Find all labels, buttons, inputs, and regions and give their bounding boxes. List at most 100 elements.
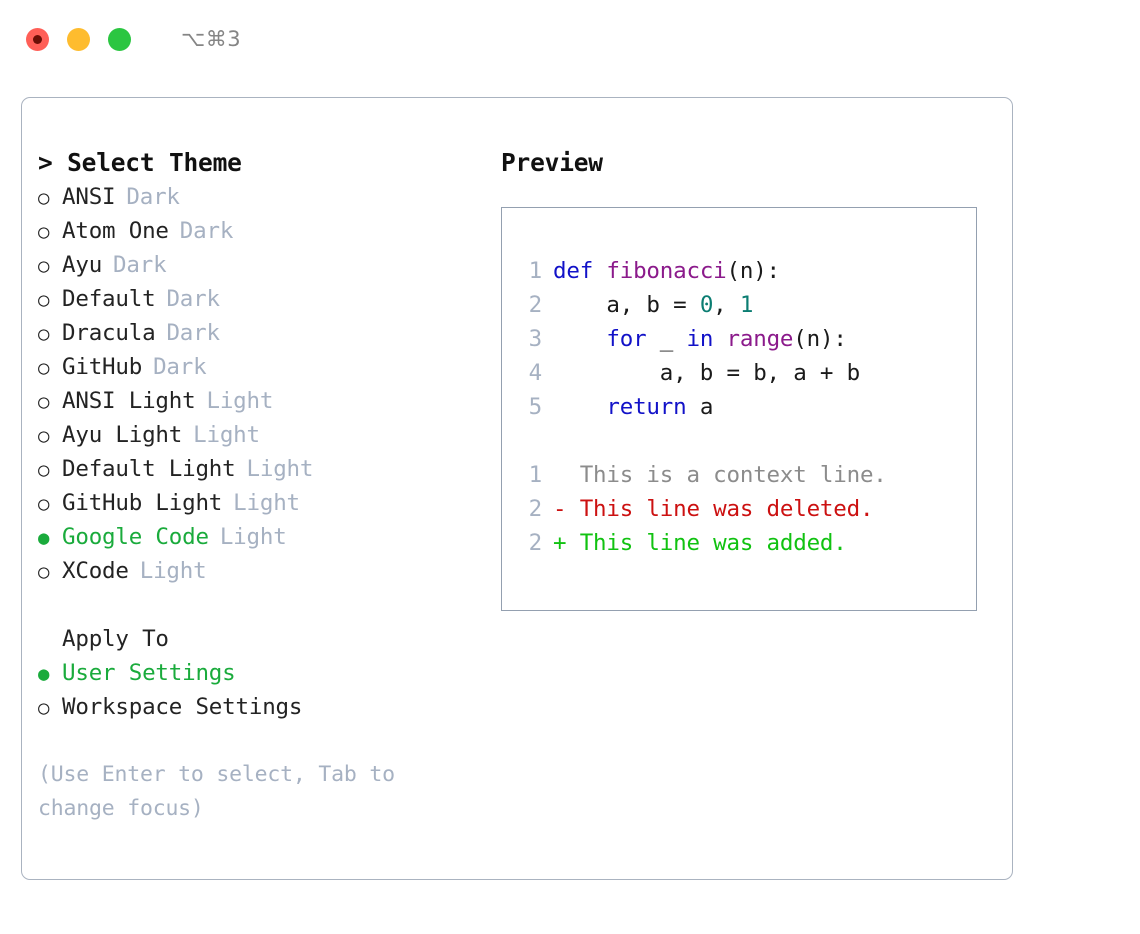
code-token-kw: for	[606, 326, 647, 352]
code-token-pln: (n):	[793, 326, 847, 352]
diff-line: 2 + This line was added.	[516, 526, 976, 560]
code-line-text: a, b = b, a + b	[553, 356, 860, 390]
page-title: > Select Theme	[38, 148, 242, 177]
code-line: 4 a, b = b, a + b	[516, 356, 976, 390]
apply-to-option-list[interactable]: ●User Settings ○ Workspace Settings	[38, 656, 488, 724]
theme-variant-badge: Light	[246, 456, 314, 482]
theme-option-label: Default Light	[62, 456, 236, 482]
apply-option-label: Workspace Settings	[62, 694, 303, 720]
radio-unselected-icon: ○	[38, 697, 50, 719]
theme-variant-badge: Light	[206, 388, 274, 414]
theme-variant-badge: Light	[219, 524, 287, 550]
theme-variant-badge: Dark	[179, 218, 234, 244]
diff-line-text-ctx: This is a context line.	[553, 462, 887, 488]
theme-variant-badge: Light	[139, 558, 207, 584]
radio-selected-icon: ●	[38, 663, 50, 685]
zoom-button[interactable]	[108, 27, 131, 51]
code-token-pln	[713, 326, 726, 352]
line-number: 1	[528, 462, 543, 488]
code-token-fn: range	[726, 326, 794, 352]
diff-line-text-add: + This line was added.	[553, 530, 847, 556]
code-token-fn: fibonacci	[606, 258, 727, 284]
code-token-pln: (n):	[726, 258, 781, 284]
theme-option-default-light[interactable]: ○ Default Light Light	[38, 452, 488, 486]
line-number: 4	[528, 360, 543, 386]
apply-option-workspace-settings[interactable]: ○ Workspace Settings	[38, 690, 488, 724]
code-token-pln	[553, 326, 606, 352]
close-button[interactable]	[26, 27, 49, 51]
theme-option-ayu[interactable]: ○ Ayu Dark	[38, 248, 488, 282]
theme-option-label: Dracula	[62, 320, 156, 346]
radio-unselected-icon: ○	[38, 561, 50, 583]
diff-line: 1 This is a context line.	[516, 458, 976, 492]
theme-option-label: Ayu Light	[62, 422, 183, 448]
code-line-text: return a	[553, 390, 713, 424]
theme-variant-badge: Dark	[153, 354, 207, 380]
line-number: 3	[528, 326, 543, 352]
radio-unselected-icon: ○	[38, 459, 50, 481]
code-diff-separator	[516, 424, 976, 458]
theme-variant-badge: Dark	[113, 252, 167, 278]
diff-line: 2 - This line was deleted.	[516, 492, 976, 526]
radio-unselected-icon: ○	[38, 425, 50, 447]
radio-unselected-icon: ○	[38, 255, 50, 277]
apply-to-heading: Apply To	[62, 626, 169, 652]
radio-unselected-icon: ○	[38, 391, 50, 413]
theme-option-label: ANSI Light	[62, 388, 196, 414]
theme-variant-badge: Dark	[166, 286, 220, 312]
radio-unselected-icon: ○	[38, 323, 50, 345]
radio-unselected-icon: ○	[38, 357, 50, 379]
minimize-button[interactable]	[67, 27, 90, 51]
theme-option-label: Google Code	[62, 524, 209, 550]
code-line: 3 for _ in range(n):	[516, 322, 976, 356]
code-token-num: 1	[739, 292, 754, 318]
code-line: 5 return a	[516, 390, 976, 424]
line-number: 2	[528, 292, 543, 318]
code-token-pln: a	[686, 394, 714, 420]
hint-spacer	[38, 724, 488, 758]
preview-title: Preview	[501, 148, 603, 177]
radio-unselected-icon: ○	[38, 493, 50, 515]
line-number: 1	[528, 258, 543, 284]
theme-variant-badge: Light	[233, 490, 300, 516]
apply-option-user-settings[interactable]: ●User Settings	[38, 656, 488, 690]
theme-option-github[interactable]: ○ GitHub Dark	[38, 350, 488, 384]
theme-option-xcode[interactable]: ○ XCode Light	[38, 554, 488, 588]
code-token-pln: _	[646, 326, 687, 352]
code-token-kw: in	[686, 326, 714, 352]
theme-variant-badge: Light	[193, 422, 260, 448]
diff-line-text-del: - This line was deleted.	[553, 496, 874, 522]
theme-option-label: GitHub	[62, 354, 143, 380]
list-spacer	[38, 588, 488, 622]
code-token-pln: a, b = b, a + b	[553, 360, 860, 386]
code-line: 1 def fibonacci(n):	[516, 254, 976, 288]
theme-option-ayu-light[interactable]: ○ Ayu Light Light	[38, 418, 488, 452]
line-number: 2	[528, 530, 543, 556]
theme-option-label: Ayu	[62, 252, 103, 278]
theme-option-ansi-light[interactable]: ○ ANSI Light Light	[38, 384, 488, 418]
code-line-text: a, b = 0, 1	[553, 288, 753, 322]
radio-unselected-icon: ○	[38, 187, 50, 209]
theme-variant-badge: Dark	[126, 184, 180, 210]
code-token-pln: a, b =	[553, 292, 700, 318]
code-token-kw: def	[553, 258, 607, 284]
keyboard-shortcut-label: ⌥⌘3	[181, 27, 242, 51]
code-line-text: for _ in range(n):	[553, 322, 847, 356]
code-token-pln: ,	[713, 292, 740, 318]
line-number: 2	[528, 496, 543, 522]
theme-option-label: XCode	[62, 558, 129, 584]
code-token-num: 0	[699, 292, 714, 318]
